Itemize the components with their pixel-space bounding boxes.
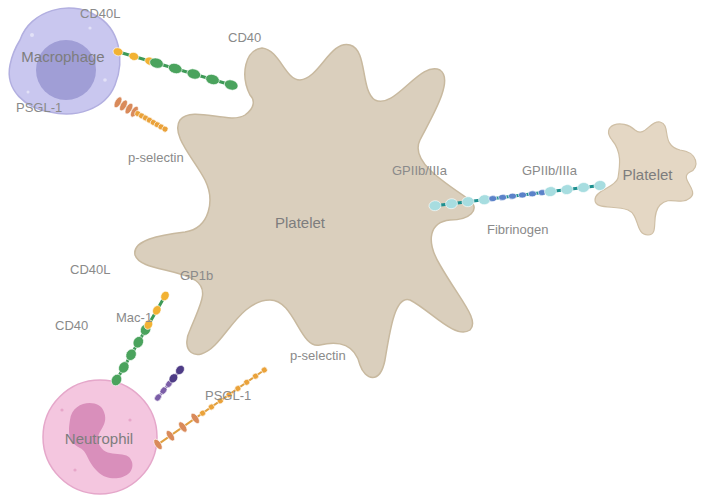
protein-domain	[143, 318, 155, 331]
molecule-label: PSGL-1	[16, 100, 62, 115]
receptor-ligand-bridge	[109, 290, 171, 388]
protein-domain	[138, 322, 153, 337]
protein-domain	[159, 290, 171, 303]
molecule-label: CD40L	[70, 262, 110, 277]
molecule-label: p-selectin	[128, 150, 184, 165]
macrophage-cell: Macrophage	[8, 8, 118, 113]
protein-domain	[186, 67, 202, 81]
protein-domain	[174, 364, 186, 377]
receptor-ligand-bridge	[153, 364, 186, 403]
molecule-label: PSGL-1	[205, 388, 251, 403]
cell-membrane	[135, 45, 474, 378]
protein-domain	[151, 304, 163, 317]
protein-domain	[116, 360, 131, 375]
protein-domain	[461, 196, 474, 207]
protein-domain	[544, 186, 557, 197]
receptor-ligand-bridge	[428, 180, 606, 212]
protein-domain	[428, 200, 441, 211]
bridge-line	[435, 186, 600, 206]
molecule-label: p-selectin	[290, 348, 346, 363]
protein-domain	[518, 192, 527, 199]
protein-domain	[260, 366, 268, 374]
bridge-line	[158, 370, 264, 444]
granule	[103, 78, 107, 82]
granule	[30, 33, 34, 37]
platelet-cell: Platelet	[600, 125, 695, 230]
bridge-line	[117, 296, 165, 380]
molecule-label: CD40L	[80, 6, 120, 21]
molecule-label: Mac-1	[116, 310, 152, 325]
protein-domain	[560, 184, 573, 195]
protein-domain	[223, 78, 239, 92]
receptor-ligand-bridge	[152, 366, 268, 451]
protein-domain	[577, 182, 590, 193]
protein-domain	[124, 347, 139, 362]
cell-name: Platelet	[165, 80, 435, 365]
receptor-ligand-bridge	[112, 47, 239, 92]
molecule-label: GPIIb/IIIa	[522, 163, 577, 178]
protein-domain	[528, 190, 537, 197]
protein-domain	[225, 391, 233, 399]
protein-domain	[445, 198, 458, 209]
protein-domain	[152, 438, 164, 451]
cell-name: Neutrophil	[40, 380, 158, 496]
granule	[27, 91, 30, 94]
protein-domain	[131, 335, 146, 350]
molecule-label: GP1b	[180, 268, 213, 283]
protein-domain	[508, 193, 517, 200]
granule	[60, 408, 63, 411]
protein-domain	[161, 125, 169, 133]
cell-membrane	[595, 122, 696, 235]
protein-domain	[234, 384, 242, 392]
protein-domain	[251, 372, 259, 380]
granule	[88, 26, 91, 29]
molecule-label: CD40	[228, 30, 261, 45]
protein-domain	[198, 409, 206, 417]
protein-domain	[109, 372, 124, 387]
granule	[128, 418, 131, 421]
protein-domain	[243, 378, 251, 386]
cell-name: Platelet	[600, 122, 695, 227]
granule	[73, 468, 76, 471]
protein-domain	[204, 73, 220, 87]
protein-domain	[148, 56, 164, 70]
molecule-label: Fibrinogen	[487, 222, 548, 237]
platelet-cell: Platelet	[165, 85, 435, 370]
protein-domain	[112, 47, 124, 57]
molecule-label: CD40	[55, 318, 88, 333]
protein-domain	[207, 403, 215, 411]
protein-domain	[593, 180, 606, 191]
protein-domain	[488, 195, 497, 202]
protein-domain	[128, 51, 140, 61]
protein-domain	[189, 412, 201, 425]
protein-domain	[216, 397, 224, 405]
receptor-ligand-bridge	[112, 96, 169, 134]
protein-domain	[177, 420, 189, 433]
neutrophil-cell: Neutrophil	[40, 380, 158, 496]
protein-domain	[165, 429, 177, 442]
protein-domain	[498, 194, 507, 201]
molecule-label: GPIIb/IIIa	[392, 163, 447, 178]
protein-domain	[167, 62, 183, 76]
